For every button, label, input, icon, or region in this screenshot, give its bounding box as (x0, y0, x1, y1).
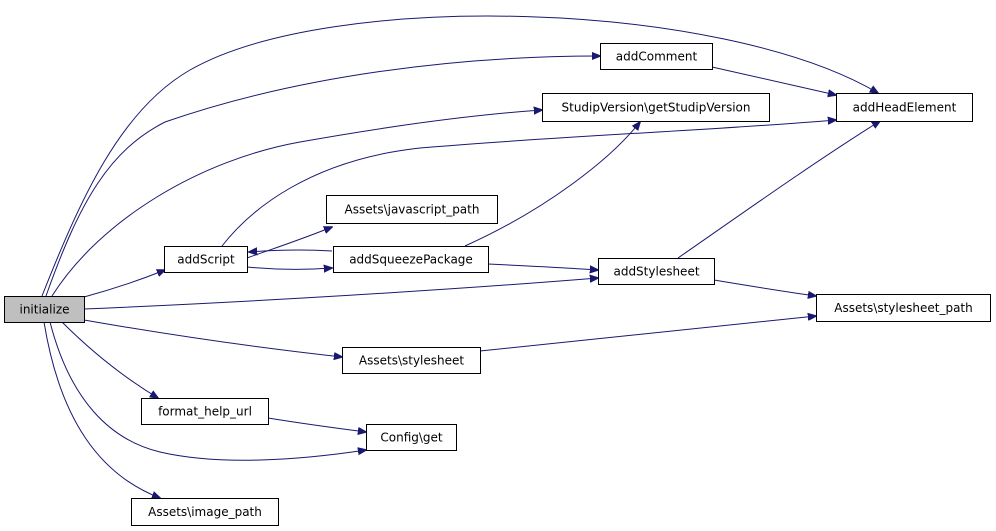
node-addScript[interactable]: addScript (164, 246, 248, 273)
edge-initialize-addHeadElement (41, 15, 878, 297)
node-label: Config\get (380, 431, 443, 445)
node-formatHelpUrl[interactable]: format_help_url (141, 398, 269, 425)
node-initialize[interactable]: initialize (4, 296, 85, 323)
node-label: addStylesheet (613, 265, 699, 279)
edge-initialize-imagePath (43, 321, 160, 498)
edge-initialize-configGet (49, 321, 366, 461)
node-javascriptPath[interactable]: Assets\javascript_path (326, 195, 498, 224)
edge-addStylesheet-addHeadElement (677, 121, 880, 259)
node-label: StudipVersion\getStudipVersion (562, 101, 751, 115)
node-addSqueezePackage[interactable]: addSqueezePackage (333, 246, 489, 273)
node-label: addHeadElement (853, 101, 957, 115)
edge-addSqueezePackage-getStudipVersion (464, 122, 640, 247)
edge-initialize-addComment (45, 56, 600, 297)
node-label: addComment (616, 50, 698, 64)
edge-addScript-javascriptPath (246, 227, 332, 259)
node-label: format_help_url (158, 405, 252, 419)
node-addHeadElement[interactable]: addHeadElement (836, 93, 973, 122)
node-label: addSqueezePackage (349, 253, 473, 267)
node-imagePath[interactable]: Assets\image_path (131, 498, 279, 526)
edge-addScript-addHeadElement (221, 120, 836, 247)
edges (41, 15, 880, 498)
edge-formatHelpUrl-configGet (267, 417, 366, 432)
edge-addSqueezePackage-addScript (249, 250, 333, 252)
node-getStudipVersion[interactable]: StudipVersion\getStudipVersion (542, 93, 770, 122)
edge-initialize-addStylesheet (83, 278, 598, 310)
edge-stylesheet-stylesheetPath (479, 316, 816, 352)
node-label: initialize (19, 303, 69, 317)
edge-initialize-stylesheet (83, 319, 342, 357)
edge-initialize-addScript (83, 270, 165, 298)
edge-addStylesheet-stylesheetPath (713, 279, 816, 296)
edge-addScript-addSqueezePackage (246, 267, 332, 269)
node-label: Assets\javascript_path (345, 203, 480, 217)
edge-initialize-formatHelpUrl (61, 321, 158, 398)
node-label: Assets\image_path (148, 505, 262, 519)
node-label: Assets\stylesheet (359, 354, 464, 368)
node-addComment[interactable]: addComment (600, 43, 713, 70)
node-addStylesheet[interactable]: addStylesheet (598, 258, 715, 285)
edge-initialize-getStudipVersion (51, 110, 542, 297)
node-configGet[interactable]: Config\get (366, 424, 457, 451)
node-label: addScript (177, 253, 235, 267)
node-stylesheetPath[interactable]: Assets\stylesheet_path (816, 294, 991, 322)
edge-addSqueezePackage-addStylesheet (487, 263, 598, 270)
edge-addComment-addHeadElement (711, 66, 836, 95)
node-stylesheet[interactable]: Assets\stylesheet (342, 347, 481, 374)
node-label: Assets\stylesheet_path (834, 301, 972, 315)
